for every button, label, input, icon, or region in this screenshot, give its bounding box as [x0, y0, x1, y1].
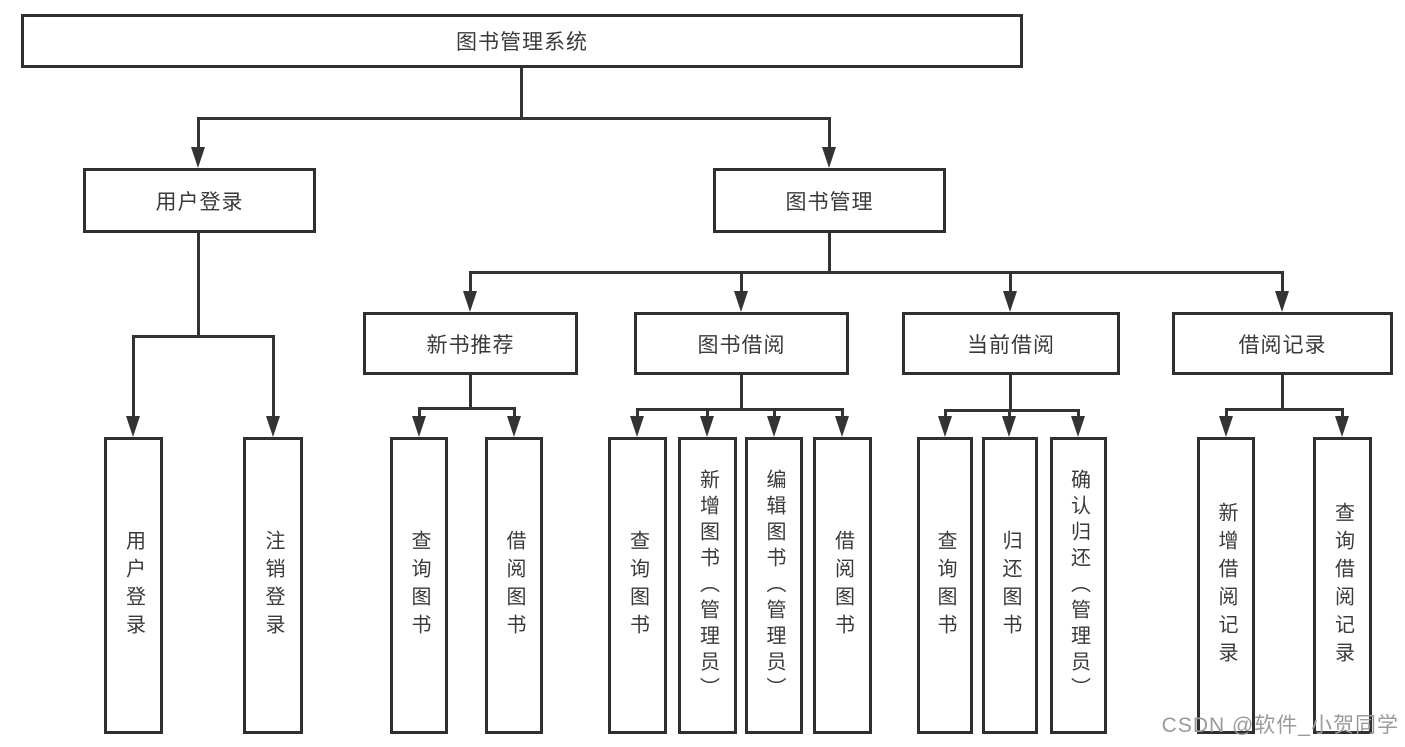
node-book-borrow-label: 图书借阅	[697, 333, 786, 357]
connector-arrow-line	[469, 271, 472, 295]
connector-arrow-line	[1008, 409, 1011, 420]
connector-arrow-line	[513, 407, 516, 420]
node-book-borrow: 图书借阅	[634, 312, 849, 375]
arrow-down-icon	[767, 416, 781, 437]
arrow-down-icon	[835, 416, 849, 437]
arrow-down-icon	[191, 147, 205, 168]
arrow-down-icon	[126, 416, 140, 437]
leaf-borrow-books-1: 借阅图书	[485, 437, 543, 734]
csdn-watermark: CSDN @软件_小贺同学	[1161, 714, 1399, 737]
arrow-down-icon	[1219, 416, 1233, 437]
node-borrow-records-label: 借阅记录	[1238, 333, 1327, 357]
node-user-login: 用户登录	[83, 168, 316, 233]
connector-root-bar	[197, 117, 831, 120]
leaf-query-books-1: 查询图书	[390, 437, 448, 734]
leaf-borrow-books-2-label: 借阅图书	[831, 529, 854, 642]
connector-arrow-line	[418, 407, 421, 420]
connector-arrow-line	[1009, 271, 1012, 295]
arrow-down-icon	[412, 416, 426, 437]
leaf-add-borrow-record-label: 新增借阅记录	[1215, 501, 1237, 670]
connector-arrow-line	[132, 335, 135, 419]
connector-new-book-bar	[418, 407, 516, 410]
leaf-query-books-1-label: 查询图书	[408, 529, 430, 642]
connector-borrow-records-stem	[1281, 375, 1284, 408]
leaf-edit-books-admin: 编辑图书（管理员）	[745, 437, 803, 734]
arrow-down-icon	[463, 291, 477, 312]
connector-new-book-stem	[469, 374, 472, 407]
leaf-logout-label: 注销登录	[262, 529, 284, 642]
connector-book-borrow-stem	[740, 375, 743, 408]
arrow-down-icon	[938, 416, 952, 437]
connector-arrow-line	[828, 117, 831, 151]
arrow-down-icon	[630, 416, 644, 437]
leaf-query-books-2-label: 查询图书	[626, 529, 649, 642]
leaf-edit-books-admin-label: 编辑图书（管理员）	[763, 468, 785, 703]
leaf-confirm-return-admin-label: 确认归还（管理员）	[1067, 468, 1090, 703]
connector-current-borrow-bar	[944, 409, 1080, 412]
connector-arrow-line	[636, 408, 639, 420]
leaf-query-books-3-label: 查询图书	[934, 529, 956, 642]
leaf-add-books-admin-label: 新增图书（管理员）	[696, 468, 719, 703]
node-new-book-recommend: 新书推荐	[363, 312, 578, 375]
leaf-logout: 注销登录	[243, 437, 303, 734]
node-book-management: 图书管理	[713, 168, 946, 233]
arrow-down-icon	[822, 147, 836, 168]
connector-arrow-line	[272, 335, 275, 419]
arrow-down-icon	[1275, 291, 1289, 312]
connector-arrow-line	[197, 117, 200, 151]
node-user-login-label: 用户登录	[155, 190, 244, 214]
connector-arrow-line	[1341, 408, 1344, 420]
leaf-query-borrow-record: 查询借阅记录	[1313, 437, 1372, 734]
connector-arrow-line	[1281, 271, 1284, 295]
connector-arrow-line	[706, 408, 709, 420]
node-borrow-records: 借阅记录	[1172, 312, 1393, 375]
leaf-confirm-return-admin: 确认归还（管理员）	[1050, 437, 1107, 734]
node-book-management-label: 图书管理	[785, 190, 874, 214]
arrow-down-icon	[507, 416, 521, 437]
connector-user-login-bar	[132, 335, 275, 338]
connector-arrow-line	[740, 271, 743, 295]
arrow-down-icon	[700, 416, 714, 437]
leaf-add-borrow-record: 新增借阅记录	[1197, 437, 1255, 734]
connector-book-mgmt-bar	[469, 271, 1283, 274]
connector-root-stem	[520, 68, 523, 117]
leaf-return-books: 归还图书	[982, 437, 1038, 734]
node-current-borrow: 当前借阅	[902, 312, 1120, 375]
node-root: 图书管理系统	[21, 14, 1023, 68]
connector-user-login-stem	[197, 233, 200, 335]
leaf-query-books-3: 查询图书	[917, 437, 973, 734]
leaf-user-login: 用户登录	[104, 437, 163, 734]
leaf-add-books-admin: 新增图书（管理员）	[678, 437, 737, 734]
arrow-down-icon	[1003, 291, 1017, 312]
connector-arrow-line	[1225, 408, 1228, 420]
connector-arrow-line	[773, 408, 776, 420]
arrow-down-icon	[1071, 416, 1085, 437]
connector-arrow-line	[1077, 409, 1080, 420]
arrow-down-icon	[1002, 416, 1016, 437]
leaf-query-borrow-record-label: 查询借阅记录	[1331, 501, 1354, 670]
node-current-borrow-label: 当前借阅	[967, 333, 1055, 357]
connector-current-borrow-stem	[1009, 375, 1012, 409]
connector-book-borrow-bar	[636, 408, 844, 411]
connector-arrow-line	[944, 409, 947, 420]
arrow-down-icon	[1335, 416, 1349, 437]
connector-book-mgmt-stem	[828, 233, 831, 271]
leaf-borrow-books-1-label: 借阅图书	[503, 529, 525, 642]
connector-borrow-records-bar	[1225, 408, 1343, 411]
connector-arrow-line	[841, 408, 844, 420]
leaf-borrow-books-2: 借阅图书	[813, 437, 872, 734]
node-root-label: 图书管理系统	[456, 31, 588, 54]
arrow-down-icon	[266, 416, 280, 437]
node-new-book-recommend-label: 新书推荐	[426, 333, 515, 357]
leaf-user-login-label: 用户登录	[122, 529, 145, 642]
arrow-down-icon	[734, 291, 748, 312]
leaf-query-books-2: 查询图书	[608, 437, 667, 734]
leaf-return-books-label: 归还图书	[999, 529, 1021, 642]
